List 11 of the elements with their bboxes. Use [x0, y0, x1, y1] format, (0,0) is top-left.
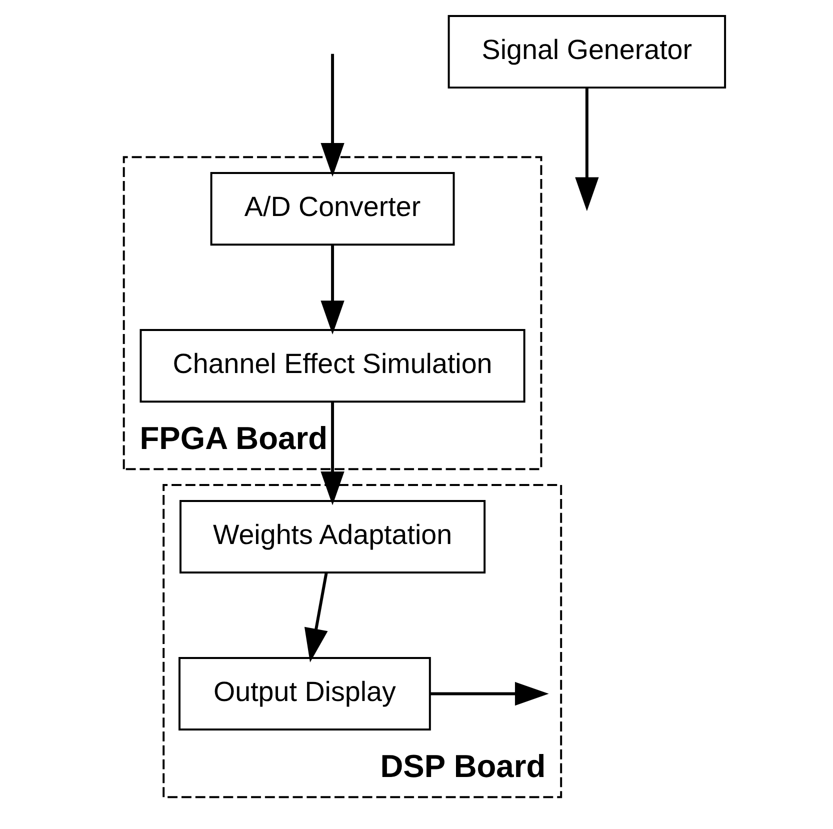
node-box: A/D Converter	[210, 172, 455, 246]
node-box: Output Display	[178, 656, 431, 730]
node-box: Weights Adaptation	[180, 500, 486, 574]
arrow	[575, 88, 599, 212]
arrow	[320, 402, 344, 506]
arrow	[320, 54, 344, 177]
arrow	[430, 682, 549, 706]
node-box: Channel Effect Simulation	[140, 329, 526, 403]
arrow	[304, 572, 328, 662]
node-box: Signal Generator	[448, 15, 726, 89]
arrow	[320, 244, 344, 334]
